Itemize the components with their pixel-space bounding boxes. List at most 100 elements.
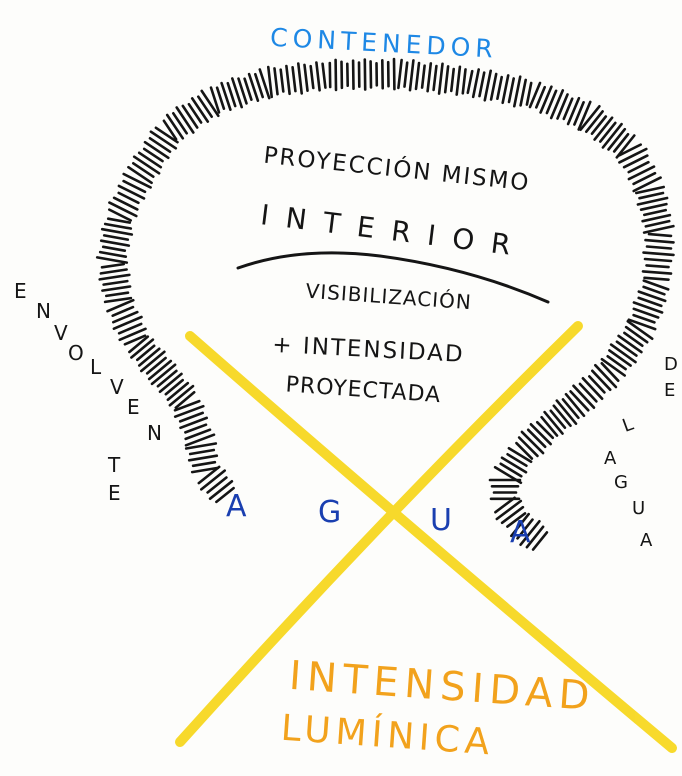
hatch-stroke <box>434 66 437 90</box>
left-letter-7: E <box>127 395 140 419</box>
luminous-intensity-line1: INTENSIDAD <box>288 653 597 720</box>
hatch-stroke <box>646 221 669 226</box>
hatch-stroke <box>551 411 565 428</box>
hatch-stroke <box>641 204 666 210</box>
hatch-stroke <box>497 77 501 99</box>
left-letter-8: N <box>147 421 162 445</box>
hatch-stroke <box>398 60 401 88</box>
hatch-stroke <box>275 68 278 94</box>
hatch-stroke <box>537 422 553 438</box>
hatch-stroke <box>305 65 308 91</box>
left-letter-3: V <box>54 321 68 345</box>
hatch-stroke <box>167 115 183 138</box>
hatch-stroke <box>473 70 479 97</box>
hatch-stroke <box>173 113 186 133</box>
hatch-stroke <box>323 64 326 88</box>
water-letter-a1: A <box>226 489 247 524</box>
hatch-stroke <box>183 106 197 128</box>
right-letter-2: E <box>664 380 675 401</box>
hatch-stroke <box>509 79 514 103</box>
hatch-stroke <box>451 69 453 91</box>
hatch-stroke <box>311 66 314 88</box>
hatch-stroke <box>649 234 671 236</box>
hatch-stroke <box>647 265 669 267</box>
hatch-stroke <box>405 63 408 87</box>
left-letter-5: L <box>90 355 102 379</box>
projection-text: PROYECCIÓN MISMO <box>262 141 531 197</box>
hatch-stroke <box>190 450 214 454</box>
interior-title: I N T E R I O R <box>259 198 517 262</box>
hatch-stroke <box>580 384 597 402</box>
hatch-stroke <box>563 399 578 417</box>
hatch-stroke <box>193 462 215 466</box>
intensity-text: + INTENSIDAD <box>272 332 466 368</box>
hatch-stroke <box>592 117 606 134</box>
hatch-stroke <box>416 63 419 89</box>
hatch-stroke <box>106 293 128 296</box>
hatch-stroke <box>100 275 130 280</box>
hatch-stroke <box>428 63 431 91</box>
hatch-stroke <box>527 83 531 105</box>
hatch-stroke <box>608 356 626 369</box>
hatch-stroke <box>189 456 217 461</box>
hatch-stroke <box>644 253 674 255</box>
hatch-stroke <box>503 75 509 102</box>
hatch-stroke <box>592 371 610 390</box>
hatch-stroke <box>101 270 127 274</box>
hatch-stroke <box>617 342 637 356</box>
hatch-stroke <box>198 97 211 117</box>
hatch-stroke <box>645 278 669 280</box>
hatch-stroke <box>624 333 642 346</box>
hatch-stroke <box>519 438 537 456</box>
water-letter-u: U <box>430 503 452 538</box>
hatch-stroke <box>480 73 485 97</box>
hatch-stroke <box>192 98 208 121</box>
hatch-stroke <box>104 281 128 285</box>
hatch-stroke <box>439 64 442 94</box>
hatch-stroke <box>609 350 630 365</box>
hatch-stroke <box>468 71 472 93</box>
hatch-stroke <box>643 271 671 273</box>
right-letter-6: U <box>632 498 645 519</box>
hatch-stroke <box>643 215 670 221</box>
right-letter-3: L <box>620 414 637 437</box>
hatch-stroke <box>647 247 671 249</box>
hatch-stroke <box>645 259 671 261</box>
left-letter-10: E <box>108 481 121 505</box>
hatch-stroke <box>589 376 604 392</box>
hatch-stroke <box>551 90 563 118</box>
hatch-stroke <box>137 346 154 360</box>
hatch-stroke <box>105 224 131 229</box>
hatch-stroke <box>600 123 615 142</box>
hatch-stroke <box>166 380 183 394</box>
hatch-stroke <box>445 66 448 92</box>
hatch-stroke <box>145 142 168 158</box>
hatch-stroke <box>147 358 165 373</box>
hatch-stroke <box>614 134 628 151</box>
hatch-stroke <box>281 70 284 92</box>
hatch-stroke <box>646 240 674 242</box>
hatch-stroke <box>457 67 460 95</box>
hatch-stroke <box>463 69 466 93</box>
hatch-stroke <box>150 138 170 151</box>
hatch-stroke <box>528 430 545 447</box>
container-label: CONTENEDOR <box>269 23 498 64</box>
projected-text: PROYECTADA <box>285 372 442 408</box>
water-letter-g: G <box>318 495 341 530</box>
hatch-stroke <box>638 198 667 205</box>
hatch-stroke <box>102 287 130 291</box>
hatch-stroke <box>293 67 296 91</box>
hatch-stroke <box>286 66 289 94</box>
hatch-stroke <box>100 252 126 257</box>
left-letter-4: O <box>68 341 84 365</box>
right-letter-5: G <box>614 472 628 493</box>
hatch-stroke <box>133 163 153 176</box>
left-letter-6: V <box>110 375 124 399</box>
hatch-stroke <box>158 371 177 386</box>
left-letter-2: N <box>36 299 51 323</box>
left-letter-9: T <box>107 453 121 477</box>
hatch-stroke <box>485 71 491 101</box>
luminous-intensity-line2: LUMÍNICA <box>280 707 496 764</box>
hatch-stroke <box>208 478 227 493</box>
